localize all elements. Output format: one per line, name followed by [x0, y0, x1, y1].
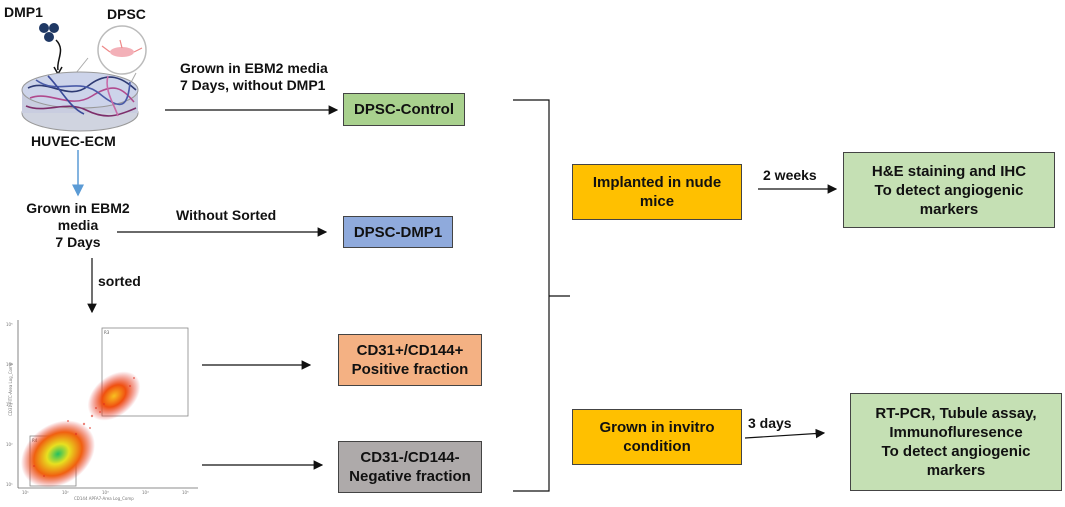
label-huvec-ecm: HUVEC-ECM: [31, 133, 116, 149]
arrow-to-rtpcr: [744, 428, 826, 439]
svg-text:10⁴: 10⁴: [6, 362, 13, 367]
box-dpsc-dmp1: DPSC-DMP1: [343, 216, 453, 248]
box-dpsc-control: DPSC-Control: [343, 93, 465, 126]
label-sorted: sorted: [98, 273, 141, 289]
box-cd31-positive: CD31+/CD144+ Positive fraction: [338, 334, 482, 386]
svg-text:10⁴: 10⁴: [142, 490, 149, 495]
label-three-days: 3 days: [748, 415, 792, 431]
ecm-scaffold-icon: [21, 23, 147, 132]
box-rtpcr: RT-PCR, Tubule assay, Immunofluresence T…: [850, 393, 1062, 491]
svg-text:10⁵: 10⁵: [6, 322, 13, 327]
svg-text:10³: 10³: [6, 402, 13, 407]
svg-text:CD31 FITC-Area Log_Comp: CD31 FITC-Area Log_Comp: [8, 362, 13, 416]
svg-text:10²: 10²: [62, 490, 69, 495]
label-dmp1: DMP1: [4, 4, 43, 20]
label-grown-ebm2: Grown in EBM2 media 7 Days: [26, 200, 130, 250]
svg-text:10⁵: 10⁵: [182, 490, 189, 495]
svg-text:R3: R3: [104, 330, 110, 335]
box-implanted: Implanted in nude mice: [572, 164, 742, 220]
flow-cytometry-plot: 10⁵ 10⁴ 10³ 10² 10¹ 10¹ 10² 10³ 10⁴ 10⁵ CD144 …: [4, 316, 202, 502]
box-he-staining: H&E staining and IHC To detect angiogeni…: [843, 152, 1055, 228]
label-without-sorted: Without Sorted: [176, 207, 277, 223]
svg-text:10¹: 10¹: [6, 482, 13, 487]
grouping-bracket: [513, 99, 550, 492]
label-grown-without-dmp1: Grown in EBM2 media 7 Days, without DMP1: [180, 60, 328, 93]
svg-text:10²: 10²: [6, 442, 13, 447]
box-cd31-negative: CD31-/CD144- Negative fraction: [338, 441, 482, 493]
box-grown-invitro: Grown in invitro condition: [572, 409, 742, 465]
svg-text:10³: 10³: [102, 490, 109, 495]
dpsc-cell-icon: [75, 25, 147, 89]
label-two-weeks: 2 weeks: [763, 167, 817, 183]
svg-text:10¹: 10¹: [22, 490, 29, 495]
label-dpsc: DPSC: [107, 6, 146, 22]
dmp1-molecule-icon: [39, 23, 59, 42]
svg-text:CD144 APFA7-Area Log_Comp: CD144 APFA7-Area Log_Comp: [74, 496, 134, 501]
